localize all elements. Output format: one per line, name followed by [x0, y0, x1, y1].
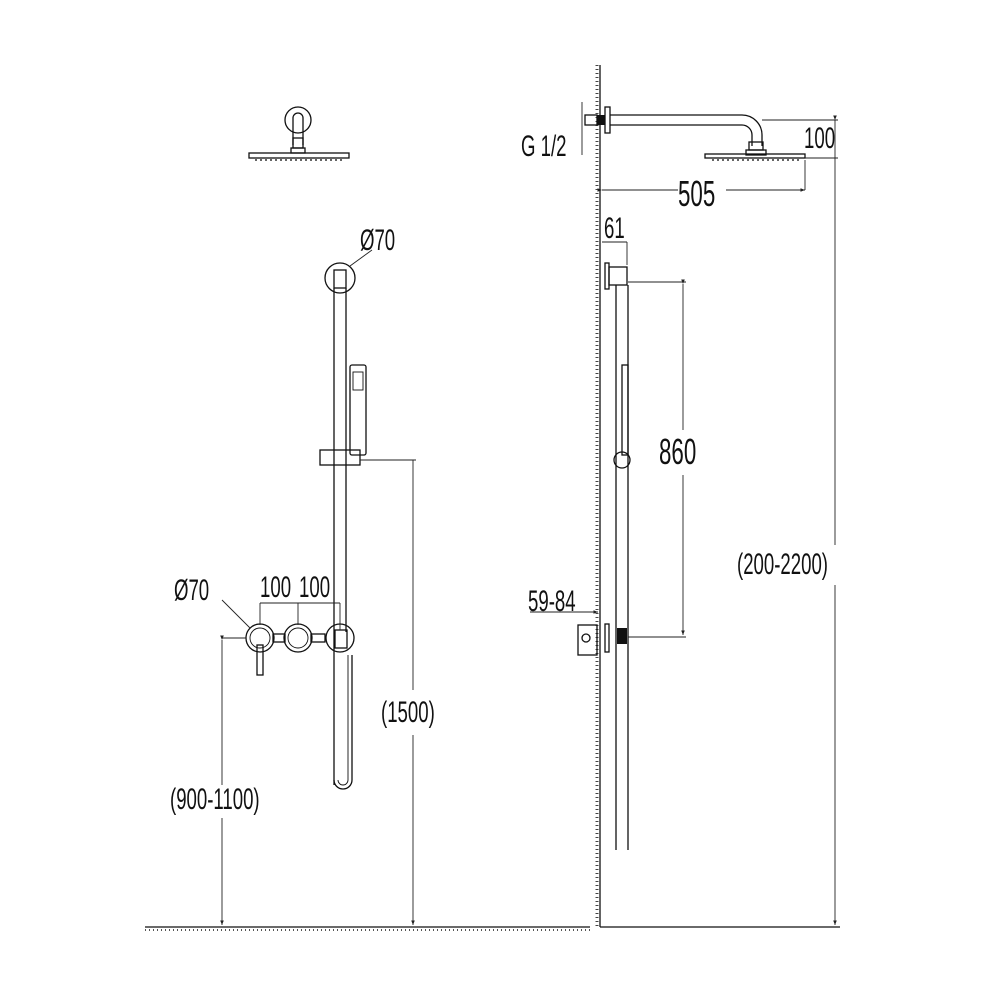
slider-height-label: (1500): [381, 696, 435, 729]
valve-spacing-2-label: 100: [299, 571, 331, 604]
front-valves: [245, 623, 355, 676]
head-drop-label: 100: [804, 122, 836, 155]
valve-diameter-label: Ø70: [174, 574, 210, 607]
arm-reach-label: 505: [678, 173, 716, 214]
side-rail: [577, 262, 631, 850]
thread-label: G 1/2: [521, 130, 567, 163]
top-diameter-label: Ø70: [360, 224, 396, 257]
head-height-label: (200-2200): [737, 548, 828, 581]
side-dimensions: [530, 102, 838, 925]
front-rail: [319, 262, 416, 790]
side-overhead-shower: [584, 106, 806, 161]
front-overhead-shower: [248, 106, 350, 161]
rail-offset-label: 61: [604, 212, 625, 245]
floor: [145, 926, 840, 931]
rail-length-label: 860: [659, 431, 697, 472]
valve-depth-label: 59-84: [528, 585, 576, 618]
valve-spacing-1-label: 100: [260, 571, 292, 604]
valve-height-label: (900-1100): [170, 783, 260, 816]
front-dimensions: [220, 249, 415, 925]
wall: [595, 65, 601, 927]
